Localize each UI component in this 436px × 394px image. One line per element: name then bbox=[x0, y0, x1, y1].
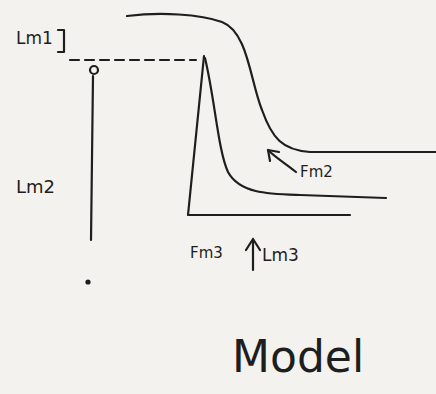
dimension-label: Lm1 bbox=[16, 30, 53, 47]
dimension-label: Lm2 bbox=[16, 178, 55, 196]
arrow-head bbox=[268, 150, 279, 161]
arrow-head bbox=[246, 239, 260, 250]
dimension-label: Lm3 bbox=[262, 247, 299, 264]
force-arrow bbox=[268, 150, 296, 172]
force-label: Fm2 bbox=[300, 165, 333, 180]
force-arrow bbox=[252, 241, 254, 270]
pivot-circle bbox=[90, 66, 98, 74]
caption-note: Model bbox=[232, 335, 364, 379]
upper-curve bbox=[127, 14, 436, 152]
inner-curve bbox=[205, 58, 386, 198]
force-label: Fm3 bbox=[190, 246, 223, 261]
dimension-line bbox=[91, 76, 93, 240]
frame bbox=[188, 56, 350, 215]
dot bbox=[87, 281, 90, 284]
dashed-line bbox=[70, 59, 196, 61]
bracket bbox=[58, 30, 64, 52]
